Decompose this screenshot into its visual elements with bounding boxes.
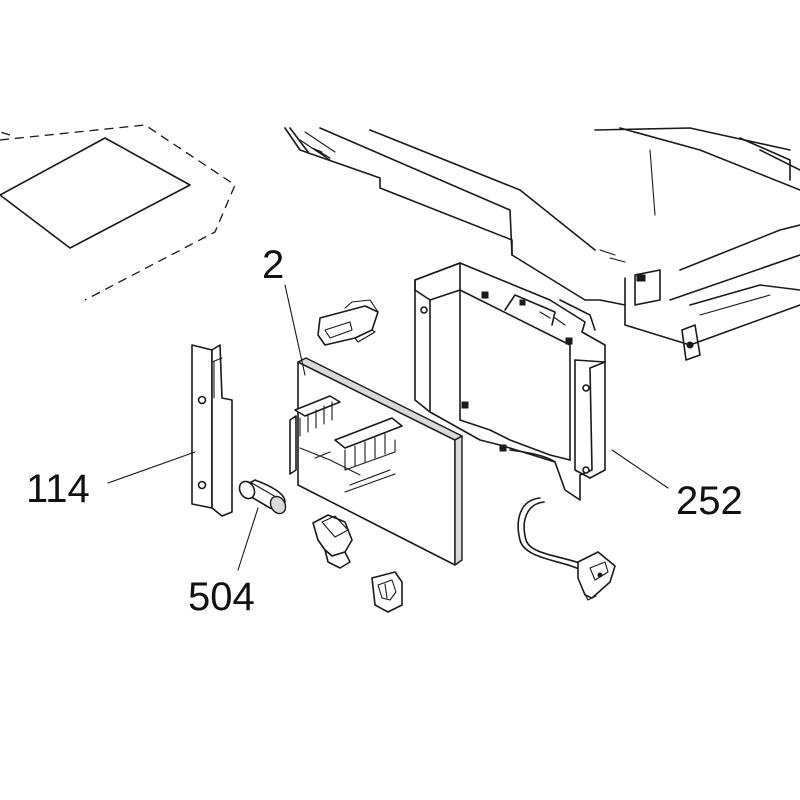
cable-clamp <box>371 571 403 613</box>
cable-harness <box>517 497 616 601</box>
upper-connector <box>317 299 379 346</box>
callout-252: 252 <box>676 479 743 523</box>
leader-lines <box>107 284 669 571</box>
circuit-board-2 <box>289 357 463 566</box>
machine-frame <box>284 127 800 361</box>
housing-252 <box>414 262 606 501</box>
lower-clip <box>312 514 353 569</box>
fuse-504 <box>238 479 287 515</box>
callout-114: 114 <box>26 467 90 511</box>
manual-sheet <box>0 124 236 301</box>
bracket-114 <box>191 344 233 517</box>
callout-2: 2 <box>262 243 284 287</box>
callout-504: 504 <box>188 575 255 619</box>
